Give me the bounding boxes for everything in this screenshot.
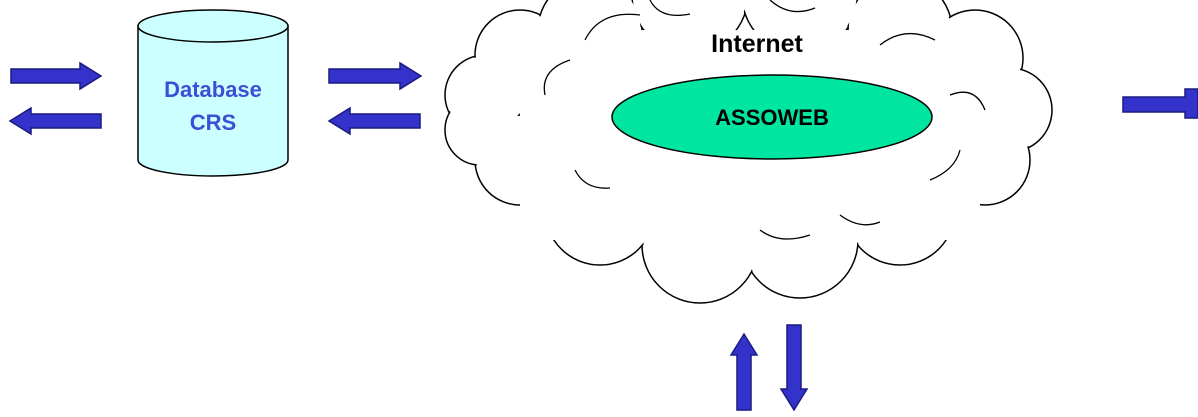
database-top — [137, 9, 289, 43]
up-arrow-icon — [729, 332, 759, 411]
left-arrow-icon — [8, 106, 102, 136]
left-arrow-icon — [327, 106, 421, 136]
right-arrow-icon — [328, 61, 423, 91]
right-arrow-icon — [10, 61, 103, 91]
assoweb-ellipse — [611, 74, 933, 160]
database-label-line2: CRS — [190, 110, 236, 135]
database-label-line1: Database — [164, 77, 262, 102]
left-arrow-pair — [8, 61, 103, 136]
bottom-arrow-pair — [729, 324, 809, 412]
right-arrow-icon — [1122, 88, 1198, 119]
middle-arrow-pair — [327, 61, 423, 136]
database-cylinder: Database CRS — [137, 9, 289, 177]
cloud-inner-curves — [543, 0, 986, 240]
cloud-title: Internet — [711, 30, 803, 58]
database-body — [137, 25, 289, 177]
down-arrow-icon — [779, 324, 809, 412]
internet-cloud: Internet ASSOWEB — [444, 0, 1053, 304]
assoweb-label: ASSOWEB — [715, 105, 829, 130]
